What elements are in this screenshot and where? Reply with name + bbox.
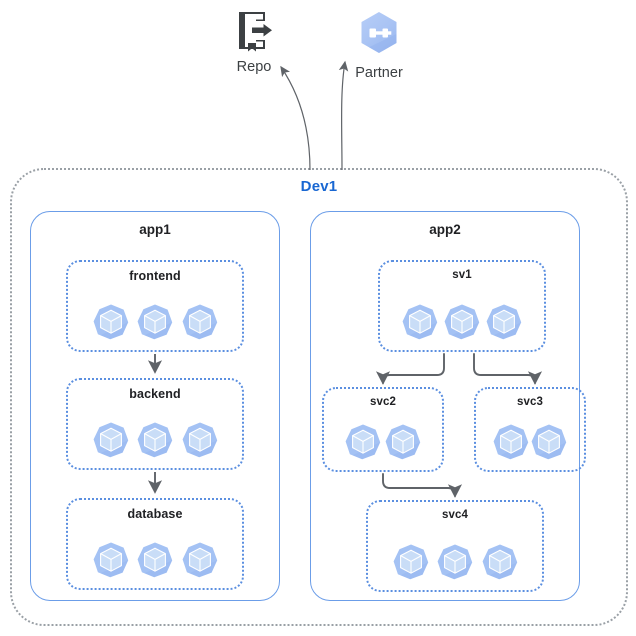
pod-icon — [135, 420, 175, 460]
pod-icon — [383, 422, 423, 462]
application-container-app1[interactable] — [30, 211, 280, 601]
environment-container-dev1[interactable] — [10, 168, 628, 626]
repo-icon — [235, 10, 273, 57]
service-box-frontend[interactable] — [66, 260, 244, 352]
pod-icon — [391, 542, 431, 582]
pod-icon — [180, 302, 220, 342]
pod-icon — [91, 540, 131, 580]
service-title-frontend: frontend — [129, 269, 181, 283]
partner-hexagon-icon — [357, 10, 401, 63]
application-container-app2[interactable] — [310, 211, 580, 601]
pod-icon — [480, 542, 520, 582]
service-box-svc4[interactable] — [366, 500, 544, 592]
service-box-backend[interactable] — [66, 378, 244, 470]
pod-icon — [400, 302, 440, 342]
external-node-label: Repo — [236, 59, 272, 75]
service-title-backend: backend — [129, 387, 181, 401]
pod-icon — [180, 540, 220, 580]
pod-icon — [343, 422, 383, 462]
pod-icon — [91, 302, 131, 342]
pod-icon — [442, 302, 482, 342]
pod-icon — [491, 422, 531, 462]
pod-icon — [135, 302, 175, 342]
pod-icon — [484, 302, 524, 342]
pod-icon — [435, 542, 475, 582]
connection-dev1-repo — [280, 65, 311, 171]
external-node-repo[interactable]: Repo — [209, 10, 299, 76]
pod-icon — [91, 420, 131, 460]
service-title-sv1: sv1 — [452, 269, 472, 281]
external-node-partner[interactable]: Partner — [334, 10, 424, 82]
application-title-app1: app1 — [139, 222, 171, 237]
service-box-sv1[interactable] — [378, 260, 546, 352]
pod-icon — [135, 540, 175, 580]
service-box-svc3[interactable] — [474, 387, 586, 472]
service-box-svc2[interactable] — [322, 387, 444, 472]
service-title-svc4: svc4 — [442, 509, 468, 521]
service-box-database[interactable] — [66, 498, 244, 590]
external-node-label: Partner — [355, 65, 403, 81]
service-title-database: database — [127, 507, 183, 521]
pod-icon — [529, 422, 569, 462]
service-title-svc3: svc3 — [517, 396, 543, 408]
service-title-svc2: svc2 — [370, 396, 396, 408]
environment-title: Dev1 — [300, 178, 338, 195]
pod-icon — [180, 420, 220, 460]
application-title-app2: app2 — [429, 222, 461, 237]
